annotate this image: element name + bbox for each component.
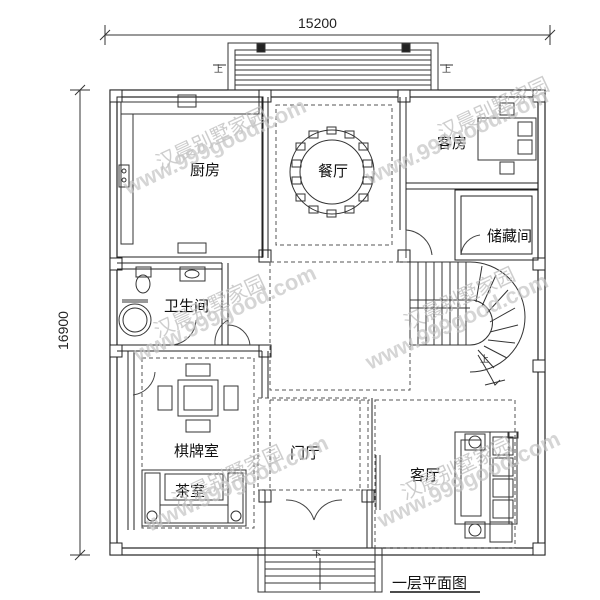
room-label-bathroom: 卫生间 xyxy=(164,297,209,315)
room-label-living-room: 客厅 xyxy=(410,466,440,484)
front-steps xyxy=(257,547,383,593)
svg-text:www.999good.com: www.999good.com xyxy=(373,426,564,533)
living-room-furniture xyxy=(454,431,519,543)
stair-up-mark-main: 上 xyxy=(480,354,489,365)
chess-table xyxy=(157,363,239,433)
guest-bed xyxy=(477,102,537,175)
svg-text:www.999good.com: www.999good.com xyxy=(361,268,552,375)
width-dimension: 15200 xyxy=(298,15,337,31)
interior-walls xyxy=(116,96,539,548)
room-label-tea-room: 茶室 xyxy=(175,482,205,500)
tea-room-furniture xyxy=(141,469,247,527)
watermark-right-bottom: 汉晨别墅家园 www.999good.com xyxy=(373,426,564,533)
height-dimension: 16900 xyxy=(55,311,71,350)
dining-table xyxy=(289,126,375,218)
plan-title: 一层平面图 xyxy=(392,574,467,592)
watermark-right-middle: 汉晨别墅家园 www.999good.com xyxy=(361,262,552,375)
left-dimension-line xyxy=(70,84,90,561)
room-label-kitchen: 厨房 xyxy=(190,161,220,179)
room-label-foyer: 门厅 xyxy=(290,444,320,462)
svg-text:www.999good.com: www.999good.com xyxy=(119,93,310,200)
top-balcony xyxy=(213,42,453,91)
watermark-top: 汉晨别墅家园 www.999good.com xyxy=(119,93,310,200)
door-swings xyxy=(132,229,481,521)
stair-down-mark: 下 xyxy=(312,550,321,560)
bathroom-fixtures xyxy=(118,266,206,337)
room-label-storage: 储藏间 xyxy=(487,227,532,245)
room-label-dining: 餐厅 xyxy=(318,162,348,180)
staircase xyxy=(409,261,526,386)
stair-up-mark-left: 上 xyxy=(214,64,223,75)
kitchen-fixtures xyxy=(118,94,260,254)
room-label-guest-room: 客房 xyxy=(437,134,467,152)
stair-up-mark-right: 上 xyxy=(442,64,451,75)
room-label-chess-room: 棋牌室 xyxy=(174,442,219,460)
top-dimension-line xyxy=(99,25,556,45)
